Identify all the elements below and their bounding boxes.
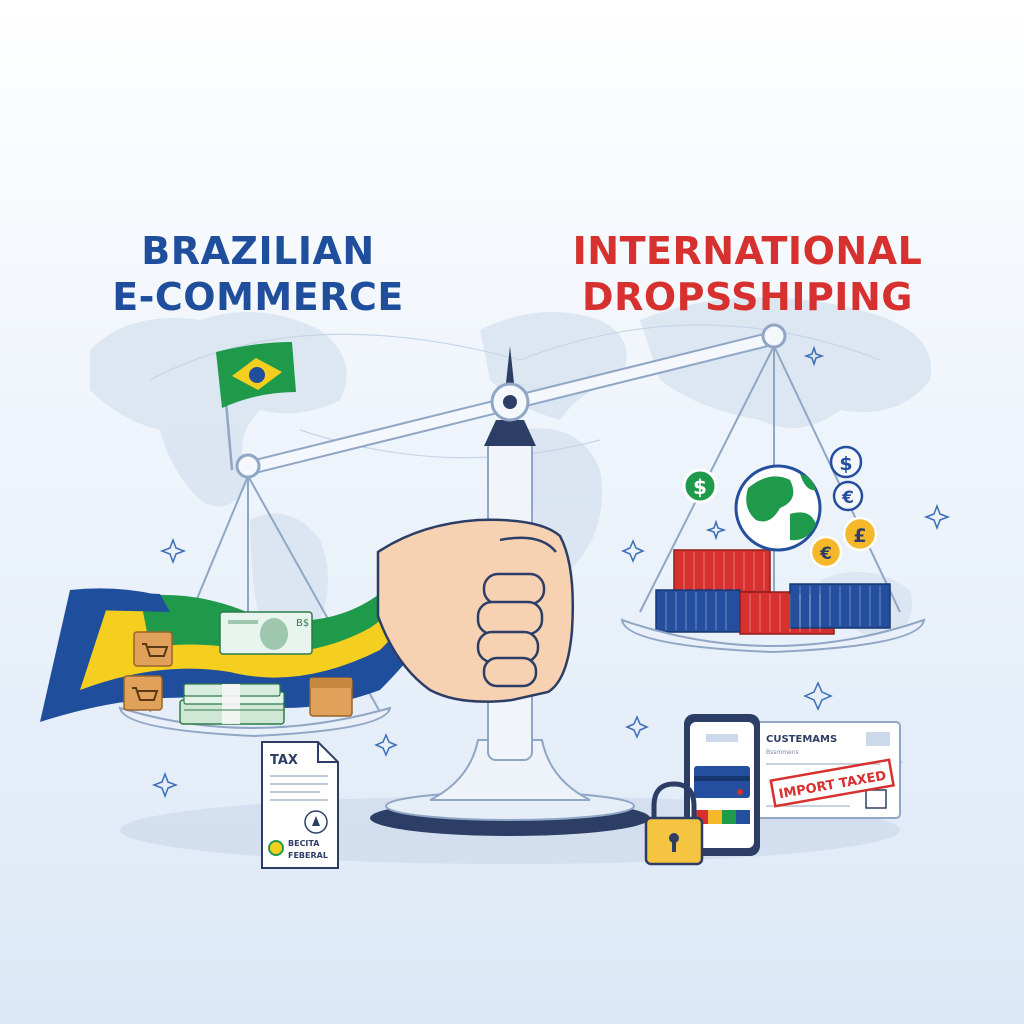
shipping-containers (655, 549, 891, 635)
customs-form-title: CUSTEMAMS (766, 734, 837, 745)
coin-symbol: £ (853, 525, 866, 547)
currency-coins: $ $ € £ € (682, 445, 878, 569)
money-stacks (179, 683, 285, 725)
globe-icon (734, 464, 822, 552)
international-dropshipping-title: INTERNATIONAL DROPSSHIPING (565, 228, 930, 320)
tax-agency-line-2: FEBERAL (288, 851, 328, 860)
banknote: B$ (219, 611, 313, 655)
title-right-line-1: INTERNATIONAL (572, 229, 923, 273)
customs-form-subtitle: Bssmmens (766, 749, 799, 756)
banknote-denomination: B$ (296, 618, 309, 629)
padlock-icon (644, 781, 704, 866)
title-left-line-2: E-COMMERCE (112, 275, 404, 319)
coin-symbol: € (841, 488, 854, 508)
title-right-line-2: DROPSSHIPING (582, 275, 913, 319)
brazil-flag-icon (216, 342, 296, 471)
smartphone-icon (684, 714, 760, 856)
left-pan (118, 706, 392, 738)
shopping-cart-icon (123, 631, 353, 717)
tax-document-title: TAX (270, 753, 298, 768)
title-left-line-1: BRAZILIAN (141, 229, 375, 273)
coin-symbol: $ (693, 475, 707, 499)
brazilian-ecommerce-title: BRAZILIAN E-COMMERCE (108, 228, 408, 320)
customs-form: CUSTEMAMS Bssmmens IMPORT TAXED (755, 721, 901, 819)
tax-document: TAX BECITA FEBERAL (261, 741, 339, 869)
tax-agency-line-1: BECITA (288, 839, 320, 848)
coin-symbol: $ (839, 453, 852, 475)
coin-symbol: € (819, 544, 832, 564)
right-pan (620, 618, 926, 654)
hand (376, 518, 575, 703)
